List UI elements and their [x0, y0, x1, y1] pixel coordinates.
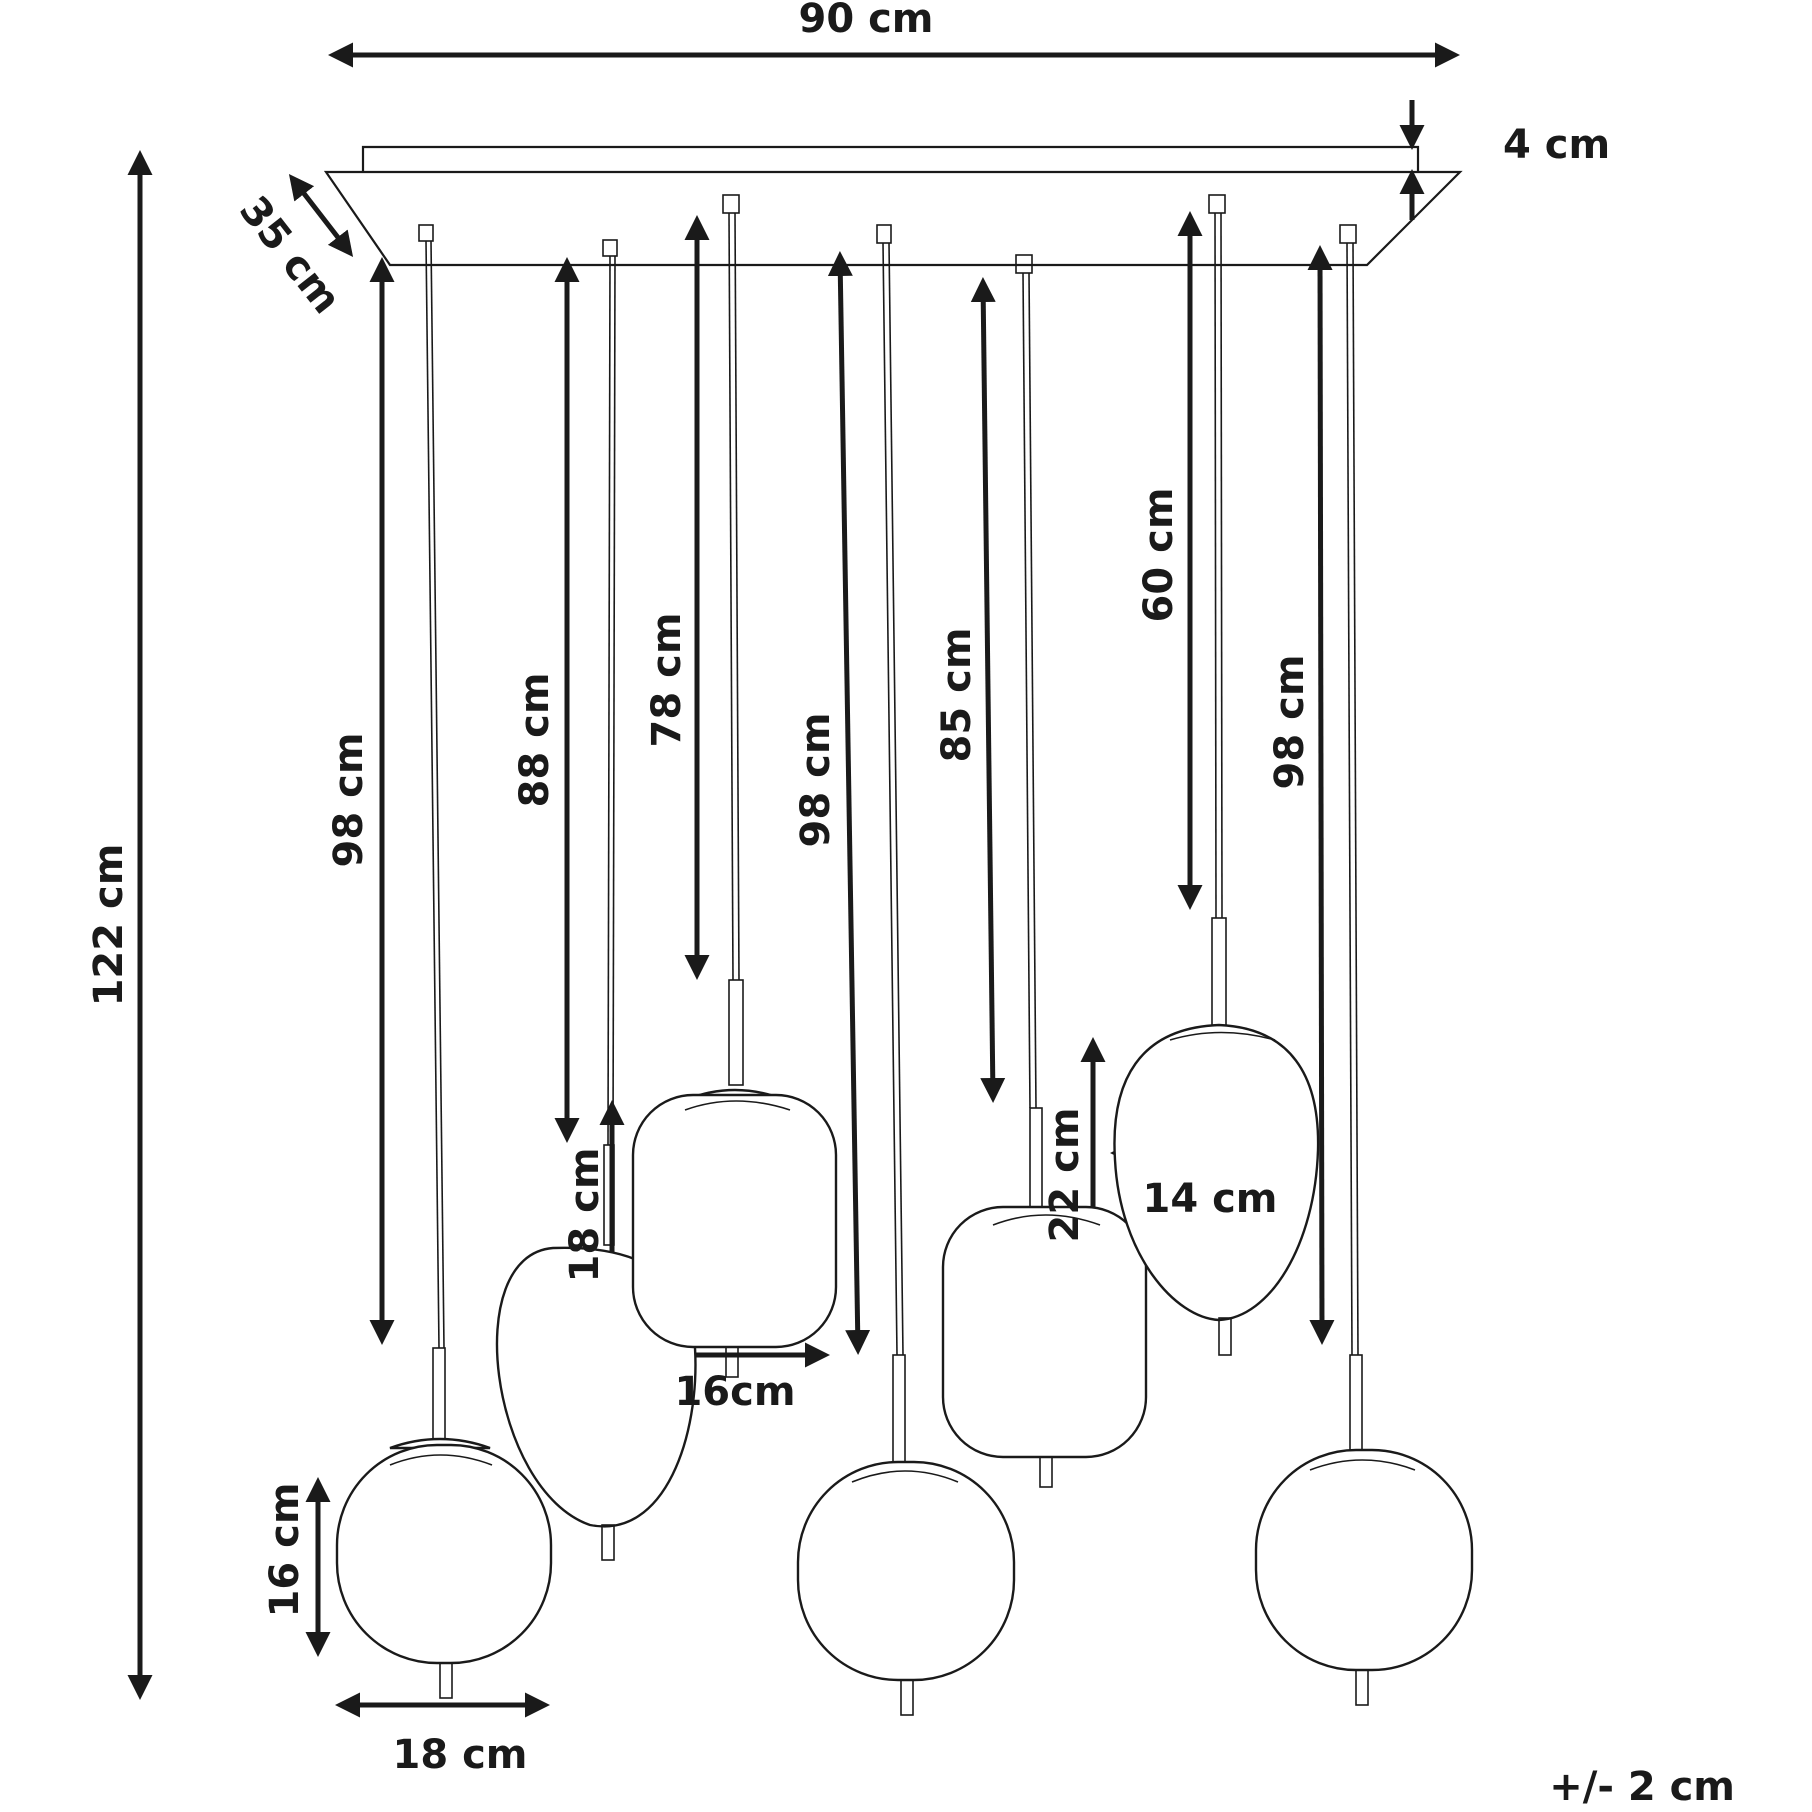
cord-5-arrow	[970, 277, 1006, 1103]
cylinder-shade-right	[941, 1205, 1148, 1459]
pendant-6	[1113, 194, 1320, 1356]
pendant-3	[631, 194, 838, 1378]
canopy	[323, 145, 1463, 267]
round-shade-height-label: 16 cm	[262, 1483, 308, 1618]
pendant-1	[335, 224, 553, 1699]
cylinder-shade-width-label: 16cm	[674, 1369, 795, 1415]
round-globe-shade-right	[1254, 1448, 1474, 1672]
pendant-7	[1254, 224, 1474, 1706]
cord-3-label: 78 cm	[644, 613, 690, 748]
pendant-4	[796, 224, 1016, 1716]
cord-7-label: 98 cm	[1267, 655, 1313, 790]
depth-arrow	[288, 174, 354, 257]
cord-2-label: 88 cm	[512, 673, 558, 808]
round-shade-width-label: 18 cm	[393, 1732, 528, 1778]
cylinder-shade-upper	[631, 1093, 838, 1349]
egg-shade-width-label: 14 cm	[1143, 1176, 1278, 1222]
cord-4-label: 98 cm	[793, 713, 839, 848]
cord-1-label: 98 cm	[326, 733, 372, 868]
pendant-2	[495, 239, 697, 1561]
width-total-label: 90 cm	[799, 0, 934, 42]
canopy-height-label: 4 cm	[1503, 122, 1610, 168]
cylinder-shade-height-label: 22 cm	[1042, 1108, 1088, 1243]
canopy-depth-label: 35 cm	[230, 188, 349, 323]
round-globe-shade-middle	[796, 1460, 1016, 1682]
cord-6-label: 60 cm	[1136, 488, 1182, 623]
cord-4-arrow	[827, 251, 871, 1355]
cord-7-arrow	[1307, 245, 1335, 1345]
oval-shade-height-label: 18 cm	[562, 1148, 608, 1283]
tolerance-label: +/- 2 cm	[1549, 1764, 1735, 1810]
total-height-label: 122 cm	[86, 844, 132, 1007]
round-globe-shade	[335, 1443, 553, 1665]
pendant-5	[941, 254, 1148, 1488]
cord-5-label: 85 cm	[934, 628, 980, 763]
